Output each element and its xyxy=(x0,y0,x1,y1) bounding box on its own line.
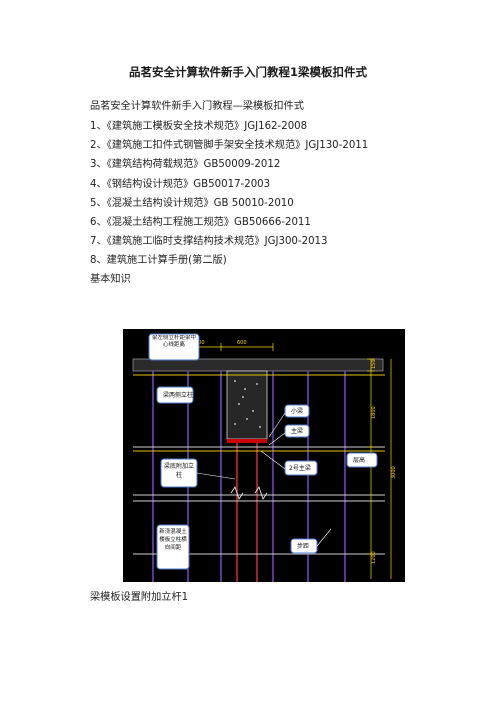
reference-item: 5、《混凝土结构设计规范》GB 50010-2010 xyxy=(90,198,294,209)
reference-item: 7、《建筑施工临时支撑结构技术规范》JGJ300-2013 xyxy=(90,236,328,247)
beam-formwork-figure: 500 600 150 1800 3000 1200 梁左侧立杆距梁中心线距离 … xyxy=(123,329,405,582)
svg-text:小梁: 小梁 xyxy=(291,407,303,415)
reference-item: 8、建筑施工计算手册(第二版) xyxy=(90,255,227,266)
dim-label: 1800 xyxy=(371,406,377,419)
dim-label: 600 xyxy=(237,340,247,346)
callout-new-post: 新浇混凝土楼板立柱横向间距 xyxy=(156,524,190,570)
svg-text:步距: 步距 xyxy=(297,542,309,550)
svg-text:2号主梁: 2号主梁 xyxy=(289,464,311,472)
callout-text: 新浇混凝土楼板立柱横向间距 xyxy=(159,529,187,551)
svg-text:主梁: 主梁 xyxy=(291,427,303,435)
dim-label: 1200 xyxy=(371,551,377,564)
callout-floor-height: 层高 xyxy=(346,452,378,468)
figure-drawing: 500 600 150 1800 3000 1200 梁左侧立杆距梁中心线距离 … xyxy=(123,329,405,582)
figure-caption: 梁模板设置附加立杆1 xyxy=(90,592,189,603)
dim-label: 3000 xyxy=(391,466,397,479)
dim-label: 500 xyxy=(195,340,205,346)
dim-label: 150 xyxy=(371,359,377,369)
reference-item: 4、《钢结构设计规范》GB50017-2003 xyxy=(90,179,271,190)
callout-small-beam: 小梁 xyxy=(268,404,310,438)
section-heading: 基本知识 xyxy=(90,274,131,285)
doc-title: 品茗安全计算软件新手入门教程1梁模板扣件式 xyxy=(129,65,367,79)
callout-step: 步距 xyxy=(290,528,332,554)
reference-item: 1、《建筑施工模板安全技术规范》JGJ162-2008 xyxy=(90,121,308,132)
reference-item: 6、《混凝土结构工程施工规范》GB50666-2011 xyxy=(90,217,311,228)
reference-item: 2、《建筑施工扣件式钢管脚手架安全技术规范》JGJ130-2011 xyxy=(90,140,369,151)
callout-text: 梁左侧立杆距梁中心线距离 xyxy=(151,335,196,348)
callout-top: 梁左侧立杆距梁中心线距离 xyxy=(148,333,200,361)
callout-extra-post: 梁底附加立柱 xyxy=(160,458,236,488)
callout-text: 梁底附加立柱 xyxy=(163,463,194,479)
doc-subtitle: 品茗安全计算软件新手入门教程—梁模板扣件式 xyxy=(90,101,304,112)
svg-text:层高: 层高 xyxy=(353,456,365,464)
callout-side-post: 梁两侧立柱 xyxy=(156,386,194,404)
svg-text:梁两侧立柱: 梁两侧立柱 xyxy=(163,391,193,399)
callout-main-beam-2: 2号主梁 xyxy=(260,450,318,476)
callout-main-beam: 主梁 xyxy=(268,424,310,446)
reference-item: 3、《建筑结构荷载规范》GB50009-2012 xyxy=(90,159,281,170)
